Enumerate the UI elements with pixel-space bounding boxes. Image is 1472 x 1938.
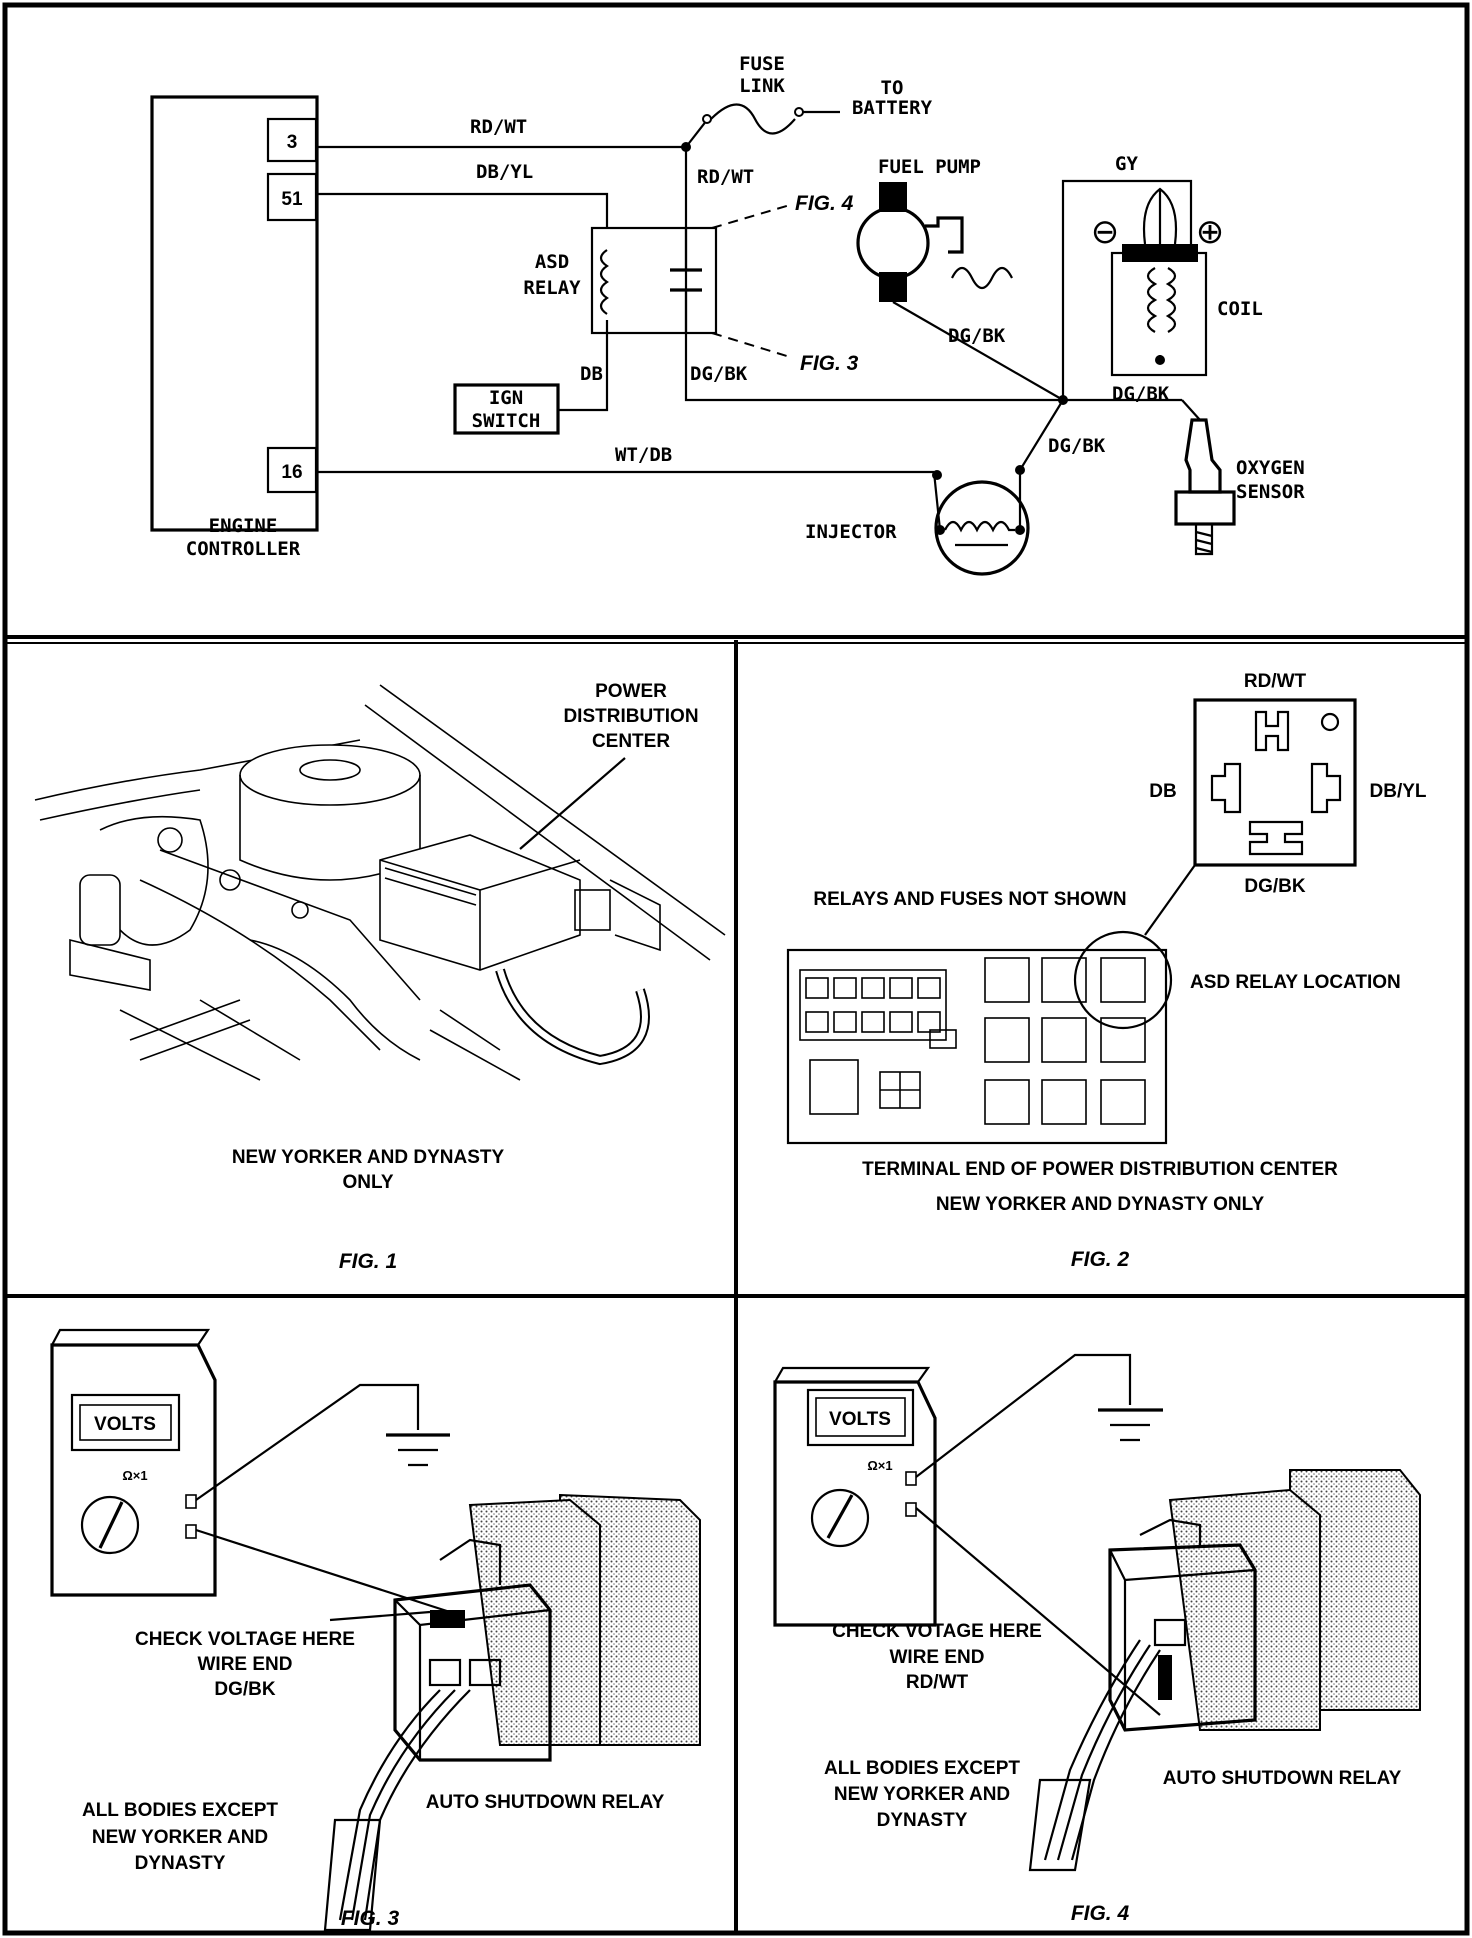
wire-gy-label: GY [1115,153,1138,175]
pin-3: 3 [287,132,298,153]
fig2-relays-note: RELAYS AND FUSES NOT SHOWN [813,889,1126,910]
wire-db-label: DB [580,363,603,385]
fig3-check-line3: DG/BK [214,1679,276,1700]
voltmeter: VOLTS Ω×1 [773,1366,937,1627]
fig4-meter-range: Ω×1 [867,1458,892,1473]
fig1-engine-compartment: POWER DISTRIBUTION CENTER NEW YORKER AND… [34,681,726,1273]
fuse-grid [799,969,957,1115]
oxygen-sensor-label-line2: SENSOR [1236,481,1305,503]
fuel-pump-symbol: FUEL PUMP DG/BK [856,156,1064,401]
to-battery-label-line2: BATTERY [852,97,933,119]
engine-controller: 3 51 16 ENGINE CONTROLLER [150,95,319,560]
wiring-schematic: 3 51 16 ENGINE CONTROLLER ASD RELAY [150,53,1305,576]
fig3-check-line2: WIRE END [198,1654,293,1675]
oxygen-sensor-symbol: OXYGEN SENSOR [1174,399,1305,556]
fig2-terminal-end: RD/WT DB DB/YL DG/BK RELAYS AND FUSES NO… [786,671,1427,1271]
to-battery-label-line1: TO [881,77,904,99]
fig4-check-line3: RD/WT [906,1672,969,1693]
oxygen-sensor-label-line1: OXYGEN [1236,457,1305,479]
fuse-link-label-line2: LINK [739,75,785,97]
wire-rd-wt-label: RD/WT [470,116,527,138]
ign-switch-label-line1: IGN [489,387,523,409]
fig3-check-line1: CHECK VOLTAGE HERE [135,1629,355,1650]
fig4-bodies-line3: DYNASTY [877,1810,968,1831]
fig4-check-line1: CHECK VOTAGE HERE [832,1621,1042,1642]
fig3-bodies-line2: NEW YORKER AND [92,1827,268,1848]
wire-db-yl-label: DB/YL [476,161,533,183]
wire-dg-bk-injector-label: DG/BK [1048,435,1106,457]
fig4-bodies-line2: NEW YORKER AND [834,1784,1010,1805]
fig1-callout-line3: CENTER [592,731,670,752]
fig1-note-line2: ONLY [342,1172,393,1193]
fig4-meter-display: VOLTS [829,1409,891,1430]
fig3-bodies-line3: DYNASTY [135,1853,226,1874]
fuse-link-label-line1: FUSE [739,53,785,75]
fig3-caption: FIG. 3 [341,1907,400,1930]
fuel-pump-label: FUEL PUMP [878,156,981,178]
ignition-coil-symbol: GY ⊖ ⊕ COIL DG/BK [1061,153,1263,405]
fig3-meter-display: VOLTS [94,1414,156,1435]
fig3-voltage-check: VOLTS Ω×1 CHECK VOLTAGE HERE [50,1328,701,1932]
asd-relay-label-line2: RELAY [523,277,581,299]
fig3-meter-range: Ω×1 [122,1468,147,1483]
fig1-callout-line1: POWER [595,681,667,702]
fig4-bodies-line1: ALL BODIES EXCEPT [824,1758,1020,1779]
fig1-callout-line2: DISTRIBUTION [563,706,698,727]
fig2-note-line2: NEW YORKER AND DYNASTY ONLY [936,1194,1265,1215]
coil-minus-icon: ⊖ [1091,213,1120,251]
fig2-asd-location-label: ASD RELAY LOCATION [1190,972,1401,993]
engine-controller-label-line1: ENGINE [209,515,278,537]
wire-rd-wt-vertical-label: RD/WT [697,166,754,188]
fig3-reference: FIG. 3 [800,352,859,375]
engine-compartment-drawing [34,684,726,1081]
wire-dg-bk-sensor-label: DG/BK [1112,383,1170,405]
asd-relay-location-circle [1073,930,1173,1030]
pin-16: 16 [281,462,302,483]
auto-shutdown-relay-fig4 [1028,1469,1421,1872]
wire-wt-db-label: WT/DB [615,444,672,466]
wire-dg-bk-relay-label: DG/BK [690,363,748,385]
fig4-reference: FIG. 4 [795,192,854,215]
asd-relay-label-line1: ASD [535,251,569,273]
voltmeter: VOLTS Ω×1 [50,1328,217,1597]
injector-symbol: DG/BK INJECTOR [805,399,1106,576]
terminal-dg-bk-label: DG/BK [1244,876,1306,897]
engine-controller-label-line2: CONTROLLER [186,538,301,560]
fig4-check-line2: WIRE END [890,1647,985,1668]
auto-shutdown-relay-fig3 [323,1493,701,1932]
terminal-db-yl-label: DB/YL [1370,781,1427,802]
asd-relay-symbol: ASD RELAY [523,226,718,335]
coil-plus-icon: ⊕ [1196,213,1225,251]
terminal-db-label: DB [1149,781,1176,802]
fig2-note-line1: TERMINAL END OF POWER DISTRIBUTION CENTE… [862,1159,1338,1180]
fig1-note-line1: NEW YORKER AND DYNASTY [232,1147,505,1168]
fig4-relay-label: AUTO SHUTDOWN RELAY [1163,1768,1402,1789]
relay-sockets [984,957,1146,1125]
wire-dg-bk-pump-label: DG/BK [948,325,1006,347]
pin-51: 51 [281,189,303,210]
coil-label: COIL [1217,298,1263,320]
fig4-voltage-check: VOLTS Ω×1 CHECK VOTAGE HERE WIRE END [773,1353,1421,1925]
ign-switch-label-line2: SWITCH [472,410,541,432]
fig1-caption: FIG. 1 [339,1250,397,1273]
fig4-caption: FIG. 4 [1071,1902,1130,1925]
fig3-bodies-line1: ALL BODIES EXCEPT [82,1800,278,1821]
fig2-caption: FIG. 2 [1071,1248,1130,1271]
injector-label: INJECTOR [805,521,897,543]
fig3-relay-label: AUTO SHUTDOWN RELAY [426,1792,665,1813]
terminal-rd-wt-label: RD/WT [1244,671,1307,692]
